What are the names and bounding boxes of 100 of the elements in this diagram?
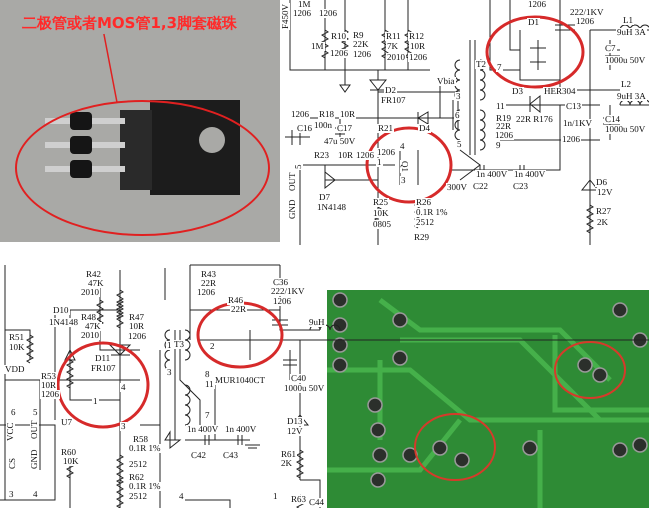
component-label: 1206 — [376, 148, 396, 157]
component-label: C40 — [290, 374, 308, 383]
component-label: HER304 — [543, 87, 576, 96]
component-label: 300V — [446, 183, 468, 192]
component-label: R46 — [227, 296, 244, 305]
component-label: 2K — [280, 459, 293, 468]
component-label: 1n 400V — [475, 170, 508, 179]
component-label: 1206 — [575, 17, 595, 26]
component-label: R29 — [413, 233, 430, 242]
component-label: R47 — [128, 313, 146, 322]
component-label: C14 — [604, 115, 622, 124]
component-label: MUR1040CT — [214, 376, 266, 385]
component-label: C36 — [272, 278, 290, 287]
component-label: 1206 — [196, 288, 216, 297]
component-label: 1 — [92, 397, 98, 406]
component-label: 1M — [297, 0, 312, 9]
component-label: T3 — [173, 340, 185, 349]
component-label: 47K — [87, 279, 104, 288]
component-label: R12 — [408, 32, 426, 41]
component-label: 1206 — [290, 110, 310, 119]
component-label: R10 — [330, 32, 348, 41]
component-label: D10 — [52, 306, 70, 315]
component-label: 8 — [204, 370, 210, 379]
component-label: C7 — [604, 44, 617, 53]
component-label: R42 — [85, 270, 102, 279]
component-label: C42 — [190, 451, 208, 460]
component-label: 2010 — [80, 288, 100, 297]
component-label: 4 — [32, 490, 38, 499]
component-label: R23 — [313, 151, 330, 160]
component-label: 47K — [84, 322, 102, 331]
caption-text: 二极管或者MOS管1,3脚套磁珠 — [22, 12, 238, 34]
component-label: 0.1R 1% — [128, 444, 162, 453]
component-label: R58 — [132, 435, 150, 444]
component-label: R18 — [318, 110, 336, 119]
component-label: R11 — [385, 32, 402, 41]
component-label: C23 — [512, 182, 530, 191]
component-label: L1 — [622, 16, 634, 25]
component-label: 9uH 3A — [616, 92, 647, 101]
component-label: C13 — [565, 102, 582, 111]
component-label: 1000u 50V — [283, 384, 326, 393]
component-label: 1n 400V — [224, 425, 258, 434]
component-label: 2 — [209, 342, 216, 351]
component-label: 1206 — [494, 131, 514, 140]
component-label: 6 — [454, 111, 460, 120]
component-label: 10R — [128, 322, 146, 331]
component-label: 22R — [230, 305, 248, 314]
component-label: 12V — [596, 188, 614, 197]
component-label: C43 — [222, 451, 240, 460]
component-label: R27 — [595, 207, 612, 216]
component-label: T2 — [475, 60, 487, 69]
component-label: C44 — [308, 498, 326, 507]
component-label: 1206 — [292, 9, 312, 18]
component-label: 1206 — [329, 49, 349, 58]
component-label: D11 — [94, 354, 112, 363]
component-label: F450V — [281, 2, 290, 30]
component-label: OUT — [288, 172, 297, 192]
component-label: 5 — [456, 140, 462, 149]
component-label: R53 — [40, 372, 58, 381]
component-label: 1N4148 — [316, 203, 347, 212]
component-label: VCC — [6, 421, 15, 442]
component-label: 11 — [495, 102, 506, 111]
component-label: 10K — [62, 457, 80, 466]
component-label: 10R — [339, 110, 356, 119]
component-label: D6 — [595, 178, 608, 187]
component-label: R61 — [280, 450, 298, 459]
component-label: 7K — [386, 42, 399, 51]
component-label: 9uH — [308, 318, 326, 327]
component-label: 5 — [32, 408, 38, 417]
component-label: 1000u 50V — [604, 56, 646, 65]
component-label: Q1 — [400, 160, 409, 173]
ellipse-outline — [15, 100, 270, 236]
component-label: FR107 — [380, 96, 407, 105]
component-label: FR107 — [90, 364, 117, 373]
component-label: Vbia — [436, 77, 456, 86]
component-label: CS — [8, 456, 17, 470]
component-label: 11 — [204, 380, 215, 389]
component-label: 10R — [40, 381, 58, 390]
component-label: D3 — [511, 87, 524, 96]
component-label: GND — [288, 198, 297, 220]
component-label: 1 — [376, 158, 382, 167]
component-label: 10K — [8, 343, 26, 352]
component-label: 1n 400V — [186, 425, 220, 434]
component-label: D2 — [384, 86, 397, 95]
component-label: 4 — [399, 142, 406, 151]
component-label: 0.1R 1% — [128, 482, 162, 491]
component-label: 3 — [400, 176, 406, 185]
component-label: R63 — [290, 495, 308, 504]
leader-line — [103, 34, 118, 103]
component-label: R43 — [200, 270, 218, 279]
component-label: 10K — [372, 209, 390, 218]
component-label: 4 — [178, 492, 184, 501]
component-label: D4 — [418, 124, 431, 133]
component-label: 1206 — [527, 0, 547, 9]
component-label: C17 — [336, 124, 354, 133]
component-label: C22 — [472, 182, 490, 191]
component-label: 1n 400V — [513, 170, 546, 179]
component-label: R62 — [128, 473, 146, 482]
component-label: R48 — [80, 313, 98, 322]
component-label: 100n — [313, 121, 333, 130]
component-label: 1n/1KV — [562, 119, 593, 128]
